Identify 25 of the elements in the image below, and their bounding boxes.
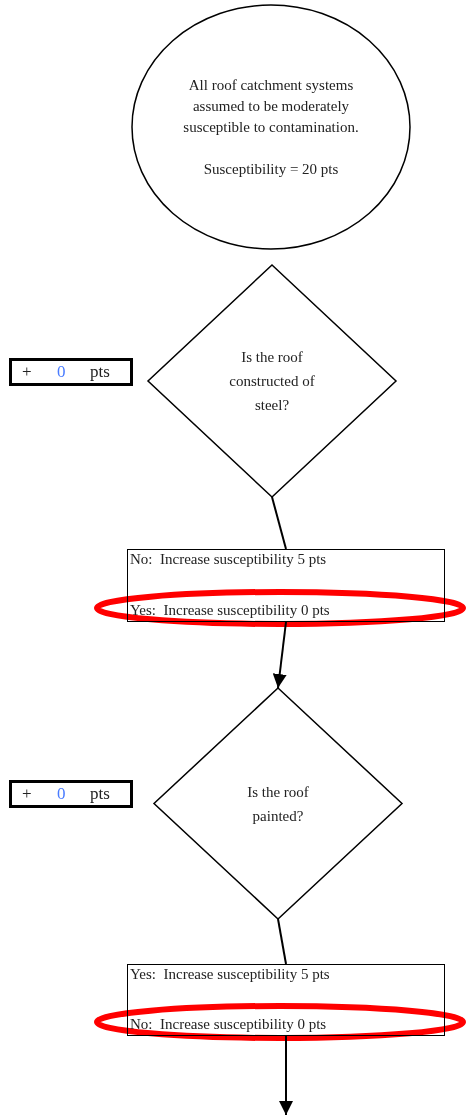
connector-line (271, 496, 287, 550)
arrow (272, 621, 287, 689)
answer-box (127, 549, 445, 622)
answer-text: No: Increase susceptibility 5 pts (130, 551, 327, 568)
score-text: Susceptibility = 20 pts (203, 159, 339, 179)
unit-label: pts (90, 362, 110, 382)
connector-line (277, 918, 287, 965)
plus-sign: + (22, 784, 32, 804)
arrow (279, 1035, 293, 1116)
answer-text: Yes: Increase susceptibility 0 pts (130, 602, 330, 619)
question-text: Is the roof painted? (246, 782, 310, 826)
answer-text: Yes: Increase susceptibility 5 pts (130, 966, 330, 983)
decision-diamond (148, 265, 396, 497)
start-circle (131, 4, 411, 250)
answer-text: No: Increase susceptibility 0 pts (130, 1016, 327, 1033)
answer-box (127, 964, 445, 1036)
question-text: Is the roof constructed of steel? (228, 348, 316, 415)
description-text: All roof catchment systems assumed to be moderately susceptible to contamination. (182, 75, 360, 137)
score-value: 0 (57, 362, 66, 382)
score-value: 0 (57, 784, 66, 804)
unit-label: pts (90, 784, 110, 804)
plus-sign: + (22, 362, 32, 382)
score-box (9, 780, 133, 808)
score-box (9, 358, 133, 386)
decision-diamond (154, 688, 402, 919)
